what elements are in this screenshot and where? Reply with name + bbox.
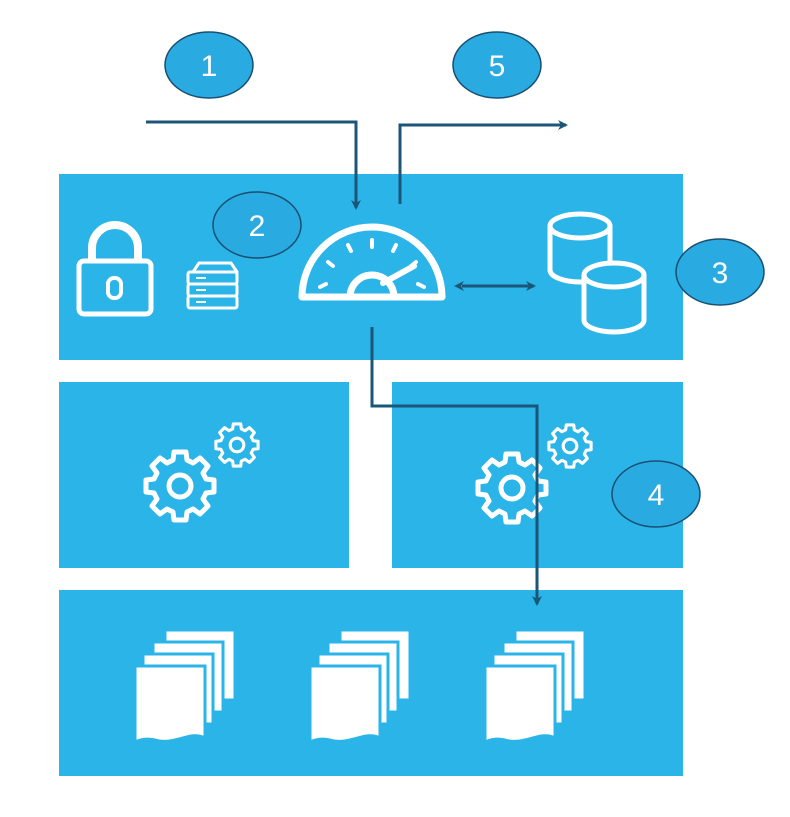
step-number: 2 (249, 210, 266, 243)
flow-arrow-down (370, 327, 542, 606)
step-badge-4: 4 (611, 460, 701, 528)
flow-arrow-in (146, 120, 361, 210)
speedometer-gauge-icon (298, 223, 446, 301)
flow-arrow-out (398, 120, 568, 204)
step-badge-2: 2 (212, 191, 302, 259)
lock-icon (76, 221, 154, 317)
step-number: 3 (712, 257, 729, 290)
step-number: 5 (489, 50, 506, 83)
step-badge-3: 3 (675, 238, 765, 306)
step-number: 4 (648, 479, 665, 512)
step-number: 1 (201, 50, 218, 83)
step-badge-1: 1 (164, 31, 254, 99)
step-badge-5: 5 (452, 31, 542, 99)
server-icon (186, 261, 239, 310)
database-icon (547, 211, 647, 335)
